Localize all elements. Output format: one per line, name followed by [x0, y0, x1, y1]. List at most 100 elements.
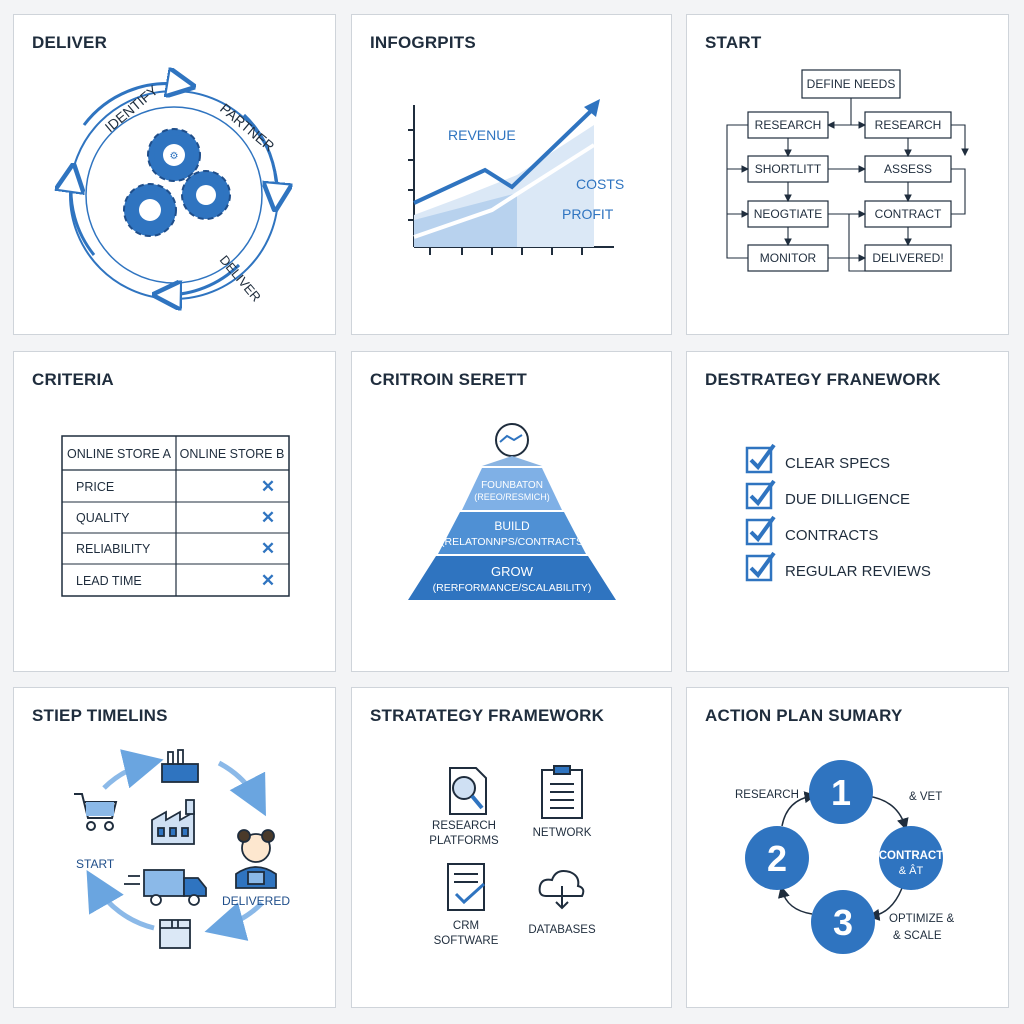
- tool-label: PLATFORMS: [429, 835, 499, 847]
- step-label: OPTIMIZE &: [889, 913, 955, 925]
- box-research-right: [864, 111, 952, 139]
- tier-sub: (RELATONNPS/CONTRACTS: [441, 536, 583, 548]
- panel-title: STIEP TIMELINS: [32, 706, 168, 725]
- truck-icon: [124, 869, 207, 906]
- panel-deliver: DELIVER ⚙ IDENTIFY PARTNER: [13, 14, 336, 335]
- tier-sub: (REEO/RESMICH): [474, 492, 550, 502]
- checklist-item: CONTRACTS: [785, 527, 878, 544]
- checklist: CLEAR SPECS DUE DILLIGENCE CONTRACTS REG…: [745, 443, 931, 582]
- tier-name: FOUNBATON: [481, 480, 543, 491]
- box-define: [801, 69, 901, 99]
- panel-title: CRITERIA: [32, 370, 114, 389]
- table-row-label: RELIABILITY: [76, 542, 151, 556]
- line-profit: [413, 143, 596, 239]
- trend-chart: REVENUE COSTS PROFIT: [408, 99, 624, 255]
- panel-title: DELIVER: [32, 33, 108, 52]
- gear-icon: ⚙: [147, 128, 201, 182]
- label-profit: PROFIT: [562, 206, 614, 222]
- flowchart: DEFINE NEEDS RESEARCH RESEARCH SHORTLITT…: [726, 69, 969, 272]
- tier-sub: (RERFORMANCE/SCALABILITY): [433, 582, 592, 594]
- box-delivered-label: DELIVERED!: [872, 251, 943, 265]
- svg-text:⚙: ⚙: [170, 151, 179, 162]
- box-shortlist-label: SHORTLITT: [755, 162, 822, 176]
- cloud-download-icon: [538, 870, 585, 910]
- person-icon: [235, 829, 277, 889]
- svg-text:2: 2: [767, 838, 787, 879]
- box-research-left: [747, 111, 829, 139]
- pyramid-tier-2: [438, 512, 586, 554]
- label-costs: COSTS: [576, 176, 624, 192]
- panel-title: CRITROIN SERETT: [370, 370, 527, 389]
- step-label: & SCALE: [893, 930, 942, 942]
- clipboard-icon: [541, 765, 583, 819]
- tool-label: RESEARCH: [432, 820, 496, 832]
- checklist-item: DUE DILLIGENCE: [785, 491, 910, 508]
- panel-framework: STRATATEGY FRAMEWORK RESEARCH: [351, 687, 672, 1008]
- panel-start: START: [686, 14, 1009, 335]
- step-label: & VET: [909, 791, 942, 803]
- line-revenue: [413, 108, 594, 205]
- cycle-arrow-1: [82, 84, 184, 126]
- checkbox-icon: [745, 443, 776, 474]
- box-negotiate-label: NEOGTIATE: [754, 207, 822, 221]
- action-cycle: 1 2 3 RESEARCH & VET OPTIMIZE & & SCALE …: [735, 760, 955, 954]
- panel-timeline: STIEP TIMELINS: [13, 687, 336, 1008]
- cart-icon: [74, 793, 118, 831]
- tool-label: SOFTWARE: [434, 935, 499, 947]
- table-row-label: QUALITY: [76, 511, 130, 525]
- checklist-item: CLEAR SPECS: [785, 455, 890, 472]
- checklist-doc-icon: [447, 863, 486, 911]
- pyramid-top: [482, 456, 542, 466]
- step-circle: 3: [811, 890, 875, 954]
- tool-label: DATABASES: [528, 924, 596, 936]
- svg-text:3: 3: [833, 902, 853, 943]
- table-row-label: PRICE: [76, 480, 114, 494]
- box-monitor-label: MONITOR: [760, 251, 817, 265]
- panel-title: ACTION PLAN SUMARY: [705, 706, 903, 725]
- panel-criteria: CRITERIA ONLINE STORE A ONLINE STORE B P…: [13, 351, 336, 672]
- x-mark-icon: ✕: [261, 571, 275, 590]
- pyramid-diagram: FOUNBATON (REEO/RESMICH) BUILD (RELATONN…: [408, 423, 616, 600]
- pyramid-tier-3: [408, 556, 616, 600]
- checkbox-icon: [745, 551, 776, 582]
- box-assess-label: ASSESS: [884, 162, 932, 176]
- pyramid-tier-1: [462, 468, 562, 510]
- box-icon: [159, 919, 191, 949]
- tier-name: GROW: [491, 564, 534, 579]
- panel-title: STRATATEGY FRAMEWORK: [370, 706, 605, 725]
- gear-icon: [123, 183, 177, 237]
- step-label: CONTRACT: [879, 850, 944, 862]
- table-header: ONLINE STORE B: [180, 447, 285, 461]
- panel-pyramid: CRITROIN SERETT FOUNBATON (REEO/RESMICH)…: [351, 351, 672, 672]
- checkbox-icon: [745, 479, 776, 510]
- table-row-label: LEAD TIME: [76, 574, 142, 588]
- cycle-diagram: ⚙ IDENTIFY PARTNER DELIVER: [14, 15, 336, 335]
- cycle-arrow-3: [164, 263, 241, 295]
- panel-title: START: [705, 33, 762, 52]
- x-mark-icon: ✕: [261, 539, 275, 558]
- step-circle: 2: [745, 826, 809, 890]
- x-mark-icon: ✕: [261, 508, 275, 527]
- step-circle: 1: [809, 760, 873, 824]
- gear-icon: [181, 170, 231, 220]
- panel-action: ACTION PLAN SUMARY 1 2 3 RESE: [686, 687, 1009, 1008]
- arrow-head: [584, 99, 600, 117]
- cycle-arrow-2: [242, 113, 276, 200]
- supply-cycle: START DELIVERED: [74, 749, 290, 949]
- box-research-left-label: RESEARCH: [755, 118, 822, 132]
- step-circle: [879, 826, 943, 890]
- label-revenue: REVENUE: [448, 127, 516, 143]
- tier-name: BUILD: [494, 519, 530, 533]
- box-define-label: DEFINE NEEDS: [807, 77, 896, 91]
- tools-grid: RESEARCH PLATFORMS NETWORK CRM SOFTWARE …: [429, 765, 596, 947]
- panel-infographs: INFOGRPITS REVENUE COSTS PROFIT: [351, 14, 672, 335]
- comparison-table: ONLINE STORE A ONLINE STORE B PRICE QUAL…: [61, 435, 290, 597]
- timeline-label-delivered: DELIVERED: [222, 894, 290, 908]
- panel-title: DESTRATEGY FRANEWORK: [705, 370, 941, 389]
- factory-icon: [161, 749, 199, 783]
- timeline-label-start: START: [76, 857, 115, 871]
- box-contract-label: CONTRACT: [875, 207, 942, 221]
- table-header: ONLINE STORE A: [67, 447, 172, 461]
- checkbox-icon: [745, 515, 776, 546]
- box-research-right-label: RESEARCH: [875, 118, 942, 132]
